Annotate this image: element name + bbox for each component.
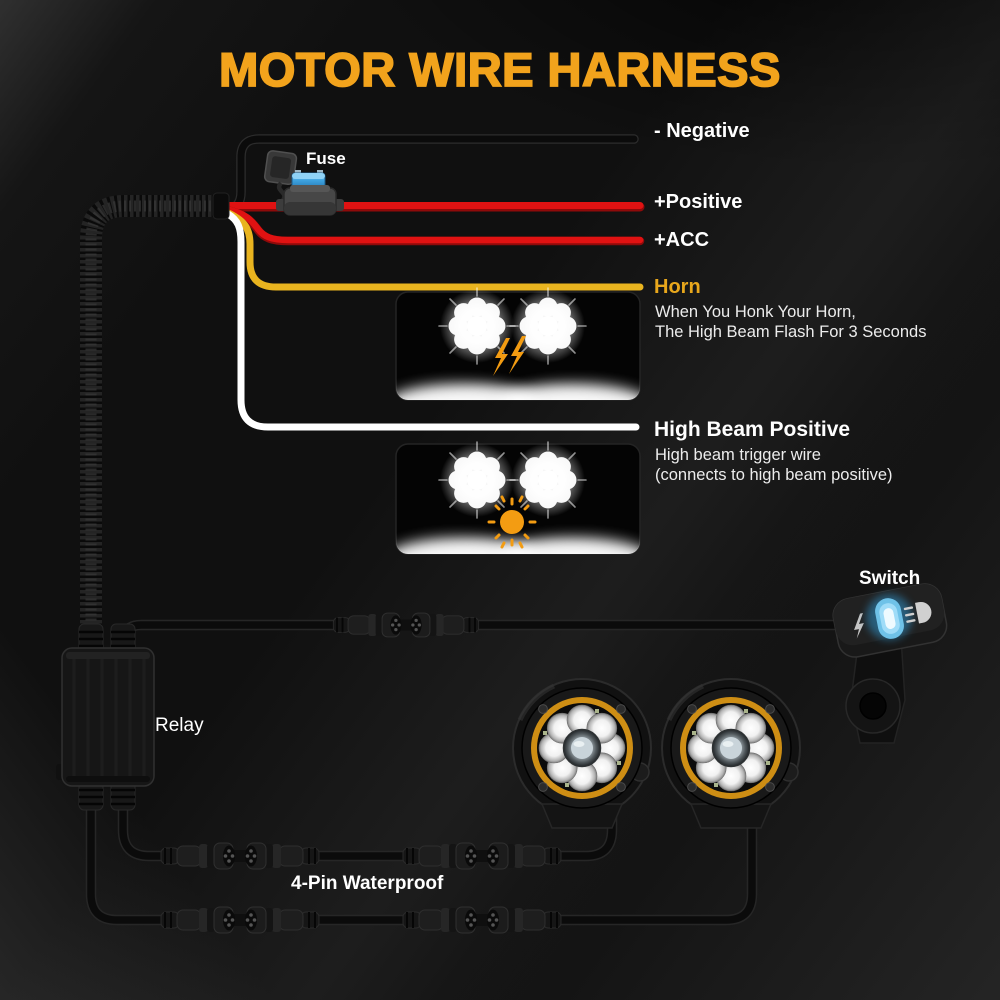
relay-box bbox=[56, 622, 160, 812]
switch-wire-connector-pair bbox=[333, 613, 478, 637]
photo-flash bbox=[395, 287, 641, 401]
page-title: MOTOR WIRE HARNESS bbox=[218, 42, 781, 97]
left-light-wire bbox=[117, 784, 618, 862]
connector-pair-1 bbox=[161, 843, 319, 869]
connector-pair-2 bbox=[403, 843, 561, 869]
harness-split-cap bbox=[212, 192, 230, 220]
led-pod-light-left bbox=[513, 679, 651, 828]
connector-pair-4 bbox=[403, 907, 561, 933]
photo-daytime bbox=[395, 441, 641, 555]
highbeam-wire bbox=[224, 210, 640, 431]
relay-label: Relay bbox=[155, 715, 204, 736]
highbeam-description-line1: High beam trigger wire bbox=[655, 446, 821, 464]
connector-pair-3 bbox=[161, 907, 319, 933]
switch-lightning-icon bbox=[854, 613, 864, 639]
acc-label: +ACC bbox=[654, 229, 710, 251]
highbeam-light-right bbox=[509, 441, 587, 519]
flashing-light-left bbox=[438, 287, 516, 365]
positive-label: +Positive bbox=[654, 191, 743, 213]
highbeam-description-line2: (connects to high beam positive) bbox=[655, 466, 893, 484]
switch-assembly bbox=[832, 583, 948, 744]
switch-wire bbox=[117, 619, 848, 656]
fuse-label: Fuse bbox=[306, 149, 346, 168]
horn-description-line1: When You Honk Your Horn, bbox=[655, 303, 856, 321]
horn-wire bbox=[222, 208, 644, 291]
lightning-flash-icon bbox=[493, 336, 526, 376]
connector-label: 4-Pin Waterproof bbox=[291, 873, 444, 894]
highbeam-label: High Beam Positive bbox=[654, 418, 851, 441]
switch-highbeam-icon bbox=[903, 601, 932, 624]
switch-label: Switch bbox=[859, 568, 921, 589]
sun-icon bbox=[487, 495, 537, 549]
negative-label: - Negative bbox=[654, 120, 750, 142]
horn-description-line2: The High Beam Flash For 3 Seconds bbox=[655, 323, 927, 341]
led-pod-light-right bbox=[662, 679, 800, 828]
highbeam-light-left bbox=[438, 441, 516, 519]
horn-label: Horn bbox=[654, 276, 701, 298]
acc-wire bbox=[221, 205, 645, 246]
braided-harness bbox=[80, 195, 226, 642]
fuse-assembly bbox=[263, 150, 344, 216]
